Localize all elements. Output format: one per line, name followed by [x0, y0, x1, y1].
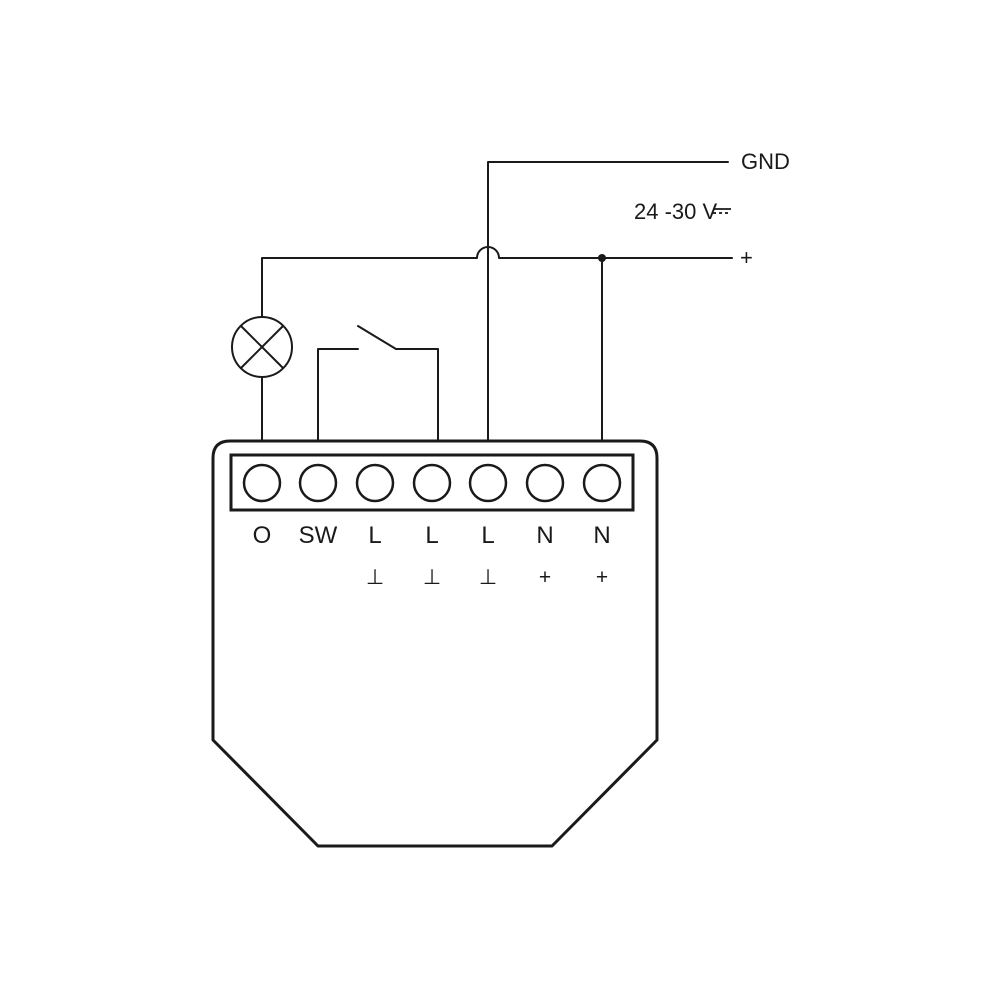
lamp-wire: [261, 246, 733, 441]
voltage-label: 24 -30 V: [634, 199, 717, 224]
terminal-l-3: [468, 463, 508, 503]
terminal-l-2: [412, 463, 452, 503]
plus-label: +: [740, 245, 753, 270]
terminal-polarity-label: ⊥: [423, 566, 441, 589]
switch-lever: [357, 325, 397, 350]
terminal-polarity-label: ⊥: [366, 566, 384, 589]
terminal-n-2: [582, 463, 622, 503]
terminal-label: O: [253, 522, 272, 549]
terminal-label: N: [593, 522, 610, 549]
terminal-polarity-label: ⊥: [479, 566, 497, 589]
switch-wire: [317, 348, 359, 441]
terminal-label: L: [425, 522, 438, 549]
terminal-label: L: [481, 522, 494, 549]
terminal-label: N: [536, 522, 553, 549]
terminal-l-1: [355, 463, 395, 503]
terminal-sw: [298, 463, 338, 503]
lamp-icon: [231, 316, 293, 378]
switch-wire-return: [395, 348, 439, 441]
dc-symbol-icon: [713, 208, 731, 214]
terminal-polarity-label: +: [596, 566, 608, 589]
terminal-label: L: [368, 522, 381, 549]
device-body: [211, 439, 659, 848]
terminal-n-1: [525, 463, 565, 503]
terminal-polarity-label: +: [539, 566, 551, 589]
terminal-label: SW: [299, 522, 338, 549]
terminal-o: [242, 463, 282, 503]
gnd-to-l-wire: [487, 161, 729, 441]
gnd-label: GND: [741, 149, 790, 174]
